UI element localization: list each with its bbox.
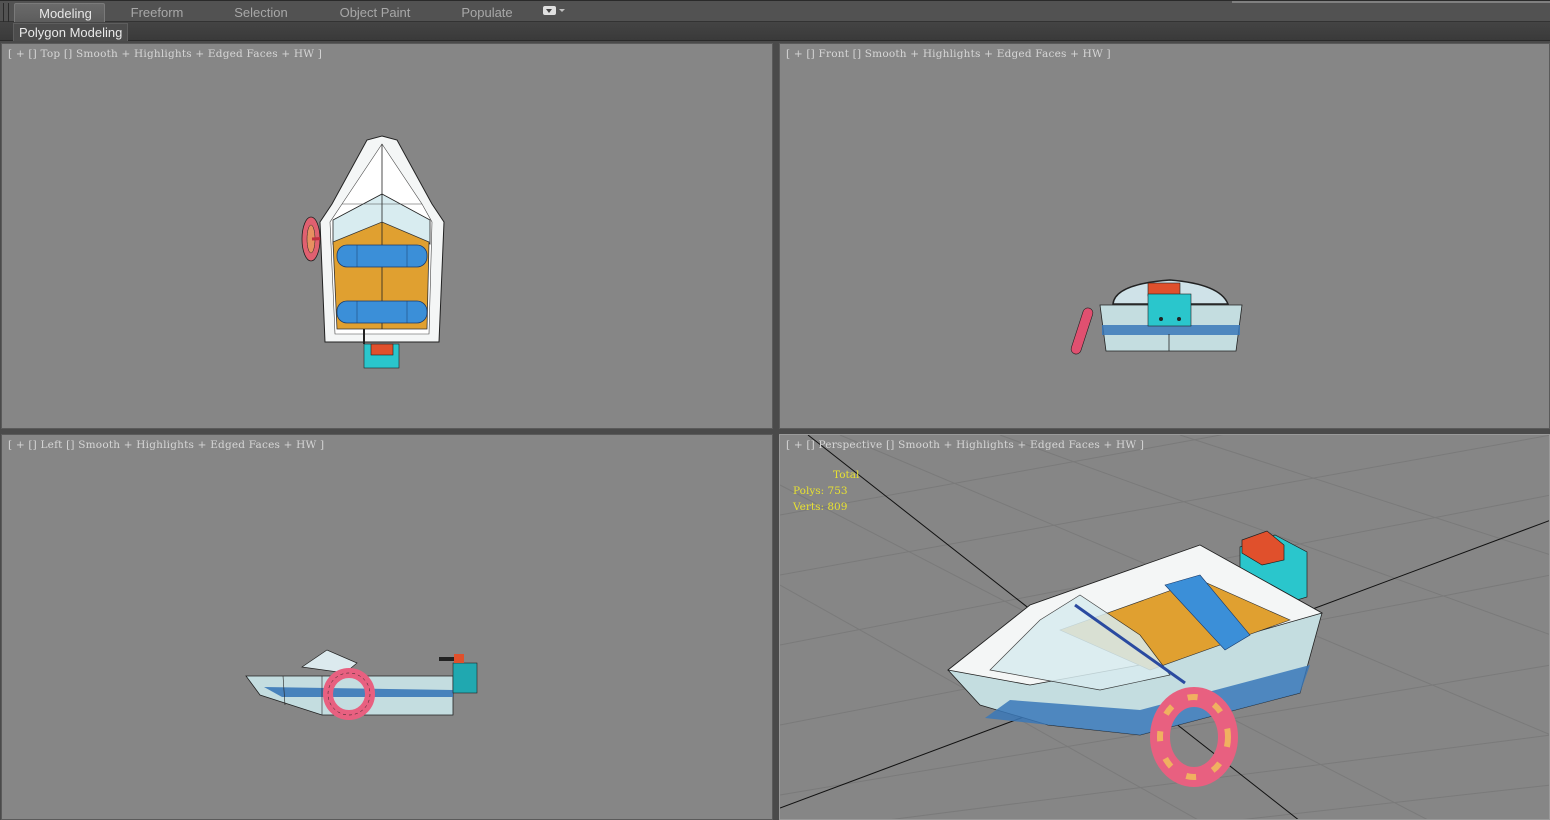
tab-modeling[interactable]: Modeling <box>14 3 105 23</box>
tab-object-paint[interactable]: Object Paint <box>339 5 411 20</box>
ribbon-options-button[interactable] <box>543 6 565 15</box>
viewport-top[interactable]: [ + [] Top [] Smooth + Highlights + Edge… <box>1 43 773 429</box>
tab-selection[interactable]: Selection <box>234 5 288 20</box>
scene-statistics: Total Polys: 753 Verts: 809 <box>793 467 859 515</box>
chevron-down-icon <box>559 9 565 12</box>
ribbon-options-icon <box>543 6 556 15</box>
boat-perspective-view <box>947 530 1324 787</box>
stats-polys: Polys: 753 <box>793 485 848 497</box>
tab-populate[interactable]: Populate <box>461 5 513 20</box>
boat-front-view <box>1070 279 1243 355</box>
polys-count: 753 <box>827 485 848 497</box>
tab-freeform[interactable]: Freeform <box>130 5 184 20</box>
ribbon-bar: Modeling Freeform Selection Object Paint… <box>0 0 1550 41</box>
viewport-front[interactable]: [ + [] Front [] Smooth + Highlights + Ed… <box>779 43 1550 429</box>
viewport-label-left[interactable]: [ + [] Left [] Smooth + Highlights + Edg… <box>8 439 325 451</box>
ribbon-panel-bar: Polygon Modeling <box>0 22 1550 41</box>
life-ring-icon <box>1070 307 1094 355</box>
stats-title: Total <box>833 469 860 481</box>
viewport-left[interactable]: [ + [] Left [] Smooth + Highlights + Edg… <box>1 434 773 820</box>
viewport-area: [ + [] Top [] Smooth + Highlights + Edge… <box>0 41 1550 820</box>
viewport-perspective[interactable]: [ + [] Perspective [] Smooth + Highlight… <box>779 434 1550 820</box>
stats-verts: Verts: 809 <box>793 501 848 513</box>
viewport-label-top[interactable]: [ + [] Top [] Smooth + Highlights + Edge… <box>8 48 323 60</box>
viewport-label-front[interactable]: [ + [] Front [] Smooth + Highlights + Ed… <box>786 48 1111 60</box>
boat-top-view <box>301 135 445 369</box>
viewport-label-perspective[interactable]: [ + [] Perspective [] Smooth + Highlight… <box>786 439 1145 451</box>
boat-left-view <box>245 649 478 720</box>
ribbon-top-strip <box>1232 1 1550 3</box>
verts-count: 809 <box>827 501 848 513</box>
ribbon-tabs: Modeling Freeform Selection Object Paint… <box>14 3 537 23</box>
polygon-modeling-panel-tab[interactable]: Polygon Modeling <box>13 23 129 41</box>
